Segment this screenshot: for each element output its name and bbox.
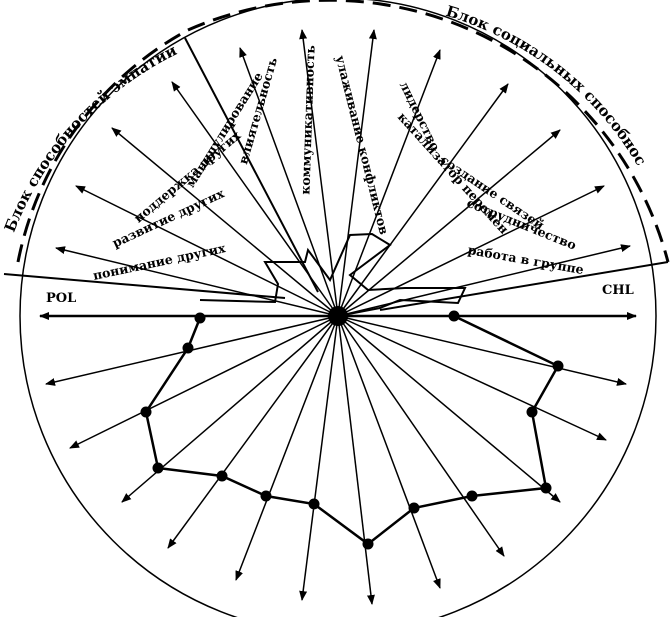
lower-profile-line [144, 314, 560, 546]
pole-label-chl: CHL [602, 283, 634, 298]
profile-point-11 [540, 482, 552, 494]
social-block-dashed-arc [187, 0, 670, 263]
spoke-1 [55, 246, 339, 317]
profile-point-9 [408, 502, 420, 514]
spoke-5 [239, 47, 339, 317]
block-separator-left [3, 273, 286, 299]
lower-spoke-6 [299, 315, 339, 601]
spoke-3 [111, 127, 339, 317]
spoke-10 [337, 129, 561, 317]
lower-spoke-11 [337, 315, 607, 441]
social-block-title: Блок социальных способностей [0, 0, 650, 169]
profile-point-4 [152, 462, 164, 474]
spoke-4 [171, 81, 339, 317]
spoke-label-6: коммуникативность [297, 45, 317, 195]
profile-point-12 [526, 406, 538, 418]
center-hub [328, 306, 348, 326]
spoke-11 [337, 185, 605, 317]
profile-point-13 [552, 360, 564, 372]
lower-spoke-12 [337, 315, 627, 386]
profile-point-1 [194, 312, 206, 324]
lower-spoke-3 [121, 315, 339, 503]
spoke-9 [337, 83, 509, 317]
lower-spoke-8 [337, 315, 441, 589]
spoke-6 [299, 29, 339, 317]
lower-spoke-5 [235, 315, 339, 581]
spoke-label-7: улаживание конфликтов [333, 54, 392, 236]
profile-point-3 [140, 406, 152, 418]
profile-point-10 [466, 490, 478, 502]
profile-point-2 [182, 342, 194, 354]
lower-spoke-4 [167, 315, 339, 549]
lower-spoke-2 [69, 315, 339, 449]
social-block-title-path: Блок социальных способностей [0, 0, 650, 169]
spoke-2 [75, 185, 339, 317]
spoke-7 [337, 29, 377, 317]
social-profile-line [199, 232, 467, 317]
lower-spoke-7 [337, 315, 375, 605]
profile-point-14 [448, 310, 460, 322]
block-separator-top [184, 37, 319, 293]
lower-spoke-9 [337, 315, 505, 557]
profile-point-8 [362, 538, 374, 550]
outer-circle [19, 0, 657, 622]
profile-point-7 [308, 498, 320, 510]
profile-point-6 [260, 490, 272, 502]
profile-point-5 [216, 470, 228, 482]
lower-spoke-10 [337, 315, 561, 503]
emotion-block-dashed-arc [16, 28, 189, 263]
pole-label-pol: POL [46, 291, 76, 306]
